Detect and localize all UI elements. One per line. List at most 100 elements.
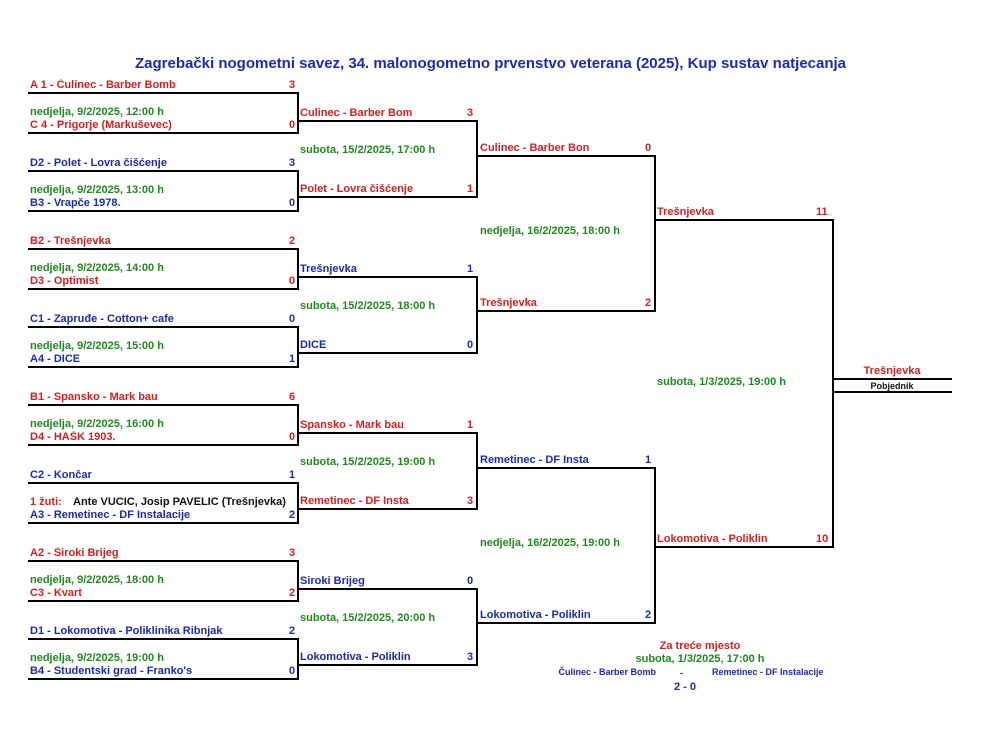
match-date: nedjelja, 9/2/2025, 16:00 h	[30, 418, 164, 430]
team-score: 0	[289, 665, 296, 677]
bracket-line	[654, 546, 832, 548]
bracket-line	[476, 588, 478, 666]
team-name: Lokomotiva - Poliklin	[657, 533, 768, 545]
team-name: Siroki Brijeg	[300, 575, 365, 587]
match-date: nedjelja, 9/2/2025, 19:00 h	[30, 652, 164, 664]
team-score: 2	[289, 235, 296, 247]
bracket-line	[28, 248, 297, 250]
bracket-line	[654, 467, 656, 624]
third-place-score: 2 - 0	[673, 681, 696, 693]
team-score: 3	[467, 107, 474, 119]
match-date: nedjelja, 9/2/2025, 13:00 h	[30, 184, 164, 196]
team-name: C2 - Končar	[30, 469, 92, 481]
page-title: Zagrebački nogometni savez, 34. malonogo…	[134, 55, 847, 72]
team-name: Culinec - Barber Bom	[300, 107, 413, 119]
note-text: Ante VUCIC, Josip PAVELIC (Trešnjevka)	[73, 496, 286, 508]
team-score: 0	[289, 119, 296, 131]
winner-label: Pobjednik	[870, 381, 914, 391]
team-name: A4 - DICE	[30, 353, 81, 365]
bracket-line	[28, 678, 297, 680]
team-name: D4 - HAŠK 1903.	[30, 431, 116, 443]
bracket-line	[297, 560, 299, 602]
bracket-line	[476, 622, 654, 624]
team-name: Trešnjevka	[300, 263, 357, 275]
team-score: 1	[467, 419, 474, 431]
team-name: C3 - Kvart	[30, 587, 82, 599]
team-name: Trešnjevka	[480, 297, 537, 309]
bracket-line	[28, 482, 297, 484]
bracket-line	[297, 482, 299, 524]
bracket-line	[28, 132, 297, 134]
bracket-line	[28, 444, 297, 446]
team-name: D3 - Optimist	[30, 275, 99, 287]
team-score: 2	[289, 625, 296, 637]
winner-name: Trešnjevka	[863, 365, 921, 377]
bracket-line	[297, 588, 476, 590]
team-name: Spansko - Mark bau	[300, 419, 404, 431]
bracket-line	[28, 170, 297, 172]
match-date: subota, 1/3/2025, 19:00 h	[657, 376, 787, 388]
bracket-line	[297, 196, 476, 198]
match-date: subota, 15/2/2025, 18:00 h	[300, 300, 436, 312]
team-name: Lokomotiva - Poliklin	[300, 651, 411, 663]
bracket-line	[28, 600, 297, 602]
bracket-line	[476, 432, 478, 510]
bracket-line	[28, 404, 297, 406]
team-score: 0	[645, 142, 652, 154]
match-date: nedjelja, 9/2/2025, 18:00 h	[30, 574, 164, 586]
bracket-line	[28, 210, 297, 212]
team-name: Trešnjevka	[657, 206, 714, 218]
bracket-line	[297, 664, 476, 666]
team-score: 3	[467, 651, 474, 663]
team-score: 11	[816, 206, 828, 218]
bracket-line	[297, 120, 476, 122]
team-name: C 4 - Prigorje (Markuševec)	[30, 119, 172, 131]
team-score: 10	[816, 533, 829, 545]
bracket-line	[654, 219, 832, 221]
team-score: 3	[289, 547, 296, 559]
team-name: C1 - Zapruđe - Cotton+ cafe	[30, 313, 174, 325]
match-date: nedjelja, 16/2/2025, 19:00 h	[480, 537, 621, 549]
bracket-line	[476, 276, 478, 354]
match-date: nedjelja, 9/2/2025, 12:00 h	[30, 106, 164, 118]
team-score: 1	[467, 263, 474, 275]
third-place-team2: Remetinec - DF Instalacije	[712, 667, 824, 677]
bracket-line	[297, 170, 299, 212]
team-score: 6	[289, 391, 296, 403]
team-name: Remetinec - DF Insta	[480, 454, 589, 466]
third-place-title: Za treće mjesto	[659, 640, 741, 652]
team-score: 3	[289, 79, 296, 91]
team-name: Remetinec - DF Insta	[300, 495, 409, 507]
team-score: 0	[467, 339, 474, 351]
bracket-line	[297, 432, 476, 434]
bracket-line	[832, 219, 834, 548]
team-name: A3 - Remetinec - DF Instalacije	[30, 509, 191, 521]
bracket-line	[297, 404, 299, 446]
bracket-line	[297, 508, 476, 510]
bracket-line	[297, 248, 299, 290]
team-score: 2	[289, 587, 296, 599]
bracket-line	[28, 366, 297, 368]
match-date: subota, 15/2/2025, 17:00 h	[300, 144, 436, 156]
team-score: 1	[645, 454, 652, 466]
match-date: subota, 15/2/2025, 20:00 h	[300, 612, 436, 624]
bracket-line	[832, 391, 952, 393]
bracket-line	[28, 522, 297, 524]
team-name: Lokomotiva - Poliklin	[480, 609, 591, 621]
team-score: 0	[289, 431, 296, 443]
team-name: A 1 - Čulinec - Barber Bomb	[30, 79, 176, 91]
third-place-date: subota, 1/3/2025, 17:00 h	[635, 653, 765, 665]
team-score: 0	[467, 575, 474, 587]
bracket-line	[297, 638, 299, 680]
team-score: 1	[289, 353, 296, 365]
bracket-line	[297, 326, 299, 368]
bracket-line	[297, 276, 476, 278]
bracket-line	[297, 92, 299, 134]
team-name: B3 - Vrapče 1978.	[30, 197, 121, 209]
match-date: nedjelja, 9/2/2025, 15:00 h	[30, 340, 164, 352]
team-score: 0	[289, 197, 296, 209]
bracket-line	[28, 288, 297, 290]
team-score: 3	[467, 495, 474, 507]
bracket-line	[28, 326, 297, 328]
